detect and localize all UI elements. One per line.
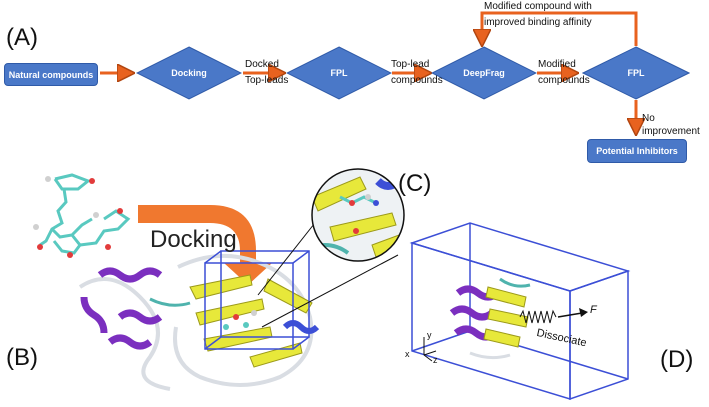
axis-z-label: z bbox=[433, 355, 438, 365]
deepfrag-node-label: DeepFrag bbox=[463, 68, 505, 78]
docking-illustration bbox=[33, 168, 631, 401]
panel-label-c: (C) bbox=[398, 170, 432, 197]
edge-label-loop: Modified compound with improved binding … bbox=[484, 1, 592, 28]
docking-node: Docking bbox=[136, 46, 242, 100]
zoom-circle-c bbox=[311, 168, 405, 262]
edge-label-top-lead: Top-lead compounds bbox=[391, 59, 443, 86]
natural-compounds-node: Natural compounds bbox=[4, 63, 98, 86]
fpl-node-2: FPL bbox=[582, 46, 690, 100]
natural-compounds-label: Natural compounds bbox=[8, 69, 94, 80]
docking-arrow bbox=[138, 205, 272, 285]
zoom-line-2 bbox=[261, 254, 399, 328]
zoom-line-1 bbox=[257, 218, 319, 296]
force-arrowhead bbox=[579, 308, 588, 317]
force-arrow bbox=[557, 312, 583, 318]
protein-structure-d bbox=[449, 277, 531, 360]
potential-inhibitors-label: Potential Inhibitors bbox=[596, 146, 678, 156]
axes-indicator bbox=[423, 337, 437, 362]
docking-node-label: Docking bbox=[171, 68, 207, 78]
panel-label-a: (A) bbox=[6, 24, 38, 51]
fpl-node-2-label: FPL bbox=[627, 68, 645, 78]
panel-label-d: (D) bbox=[660, 346, 694, 373]
arrow-loop-back bbox=[482, 11, 638, 46]
ligand-molecule bbox=[39, 173, 131, 255]
flow-arrows bbox=[100, 11, 709, 170]
axis-y-label: y bbox=[427, 330, 432, 340]
pulling-spring bbox=[519, 309, 557, 324]
docking-text: Docking bbox=[150, 226, 237, 253]
fpl-node-1: FPL bbox=[286, 46, 392, 100]
deepfrag-node: DeepFrag bbox=[431, 46, 537, 100]
edge-label-modified: Modified compounds bbox=[538, 59, 590, 86]
potential-inhibitors-node: Potential Inhibitors bbox=[587, 139, 687, 163]
axis-x-label: x bbox=[405, 349, 410, 359]
panel-label-b: (B) bbox=[6, 344, 38, 371]
edge-label-no-improvement: No improvement bbox=[642, 113, 700, 137]
fpl-node-1-label: FPL bbox=[330, 68, 348, 78]
edge-label-docked: Docked Top-leads bbox=[245, 59, 289, 86]
ligand-atoms bbox=[33, 176, 123, 258]
force-label: F bbox=[590, 304, 597, 316]
protein-structure-b bbox=[78, 253, 320, 391]
docking-box bbox=[204, 250, 310, 350]
